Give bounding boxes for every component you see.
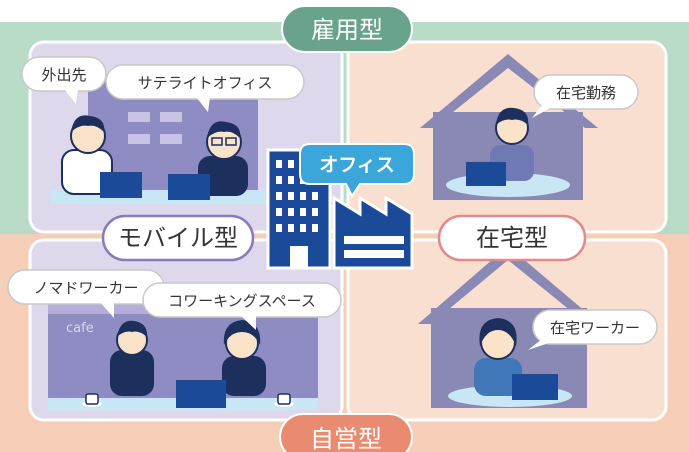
office-bubble: オフィス (299, 143, 415, 198)
bubble-home-work: 在宅勤務 (532, 74, 639, 118)
bubble-satellite-office: サテライトオフィス (105, 64, 305, 112)
pill-home-type: 在宅型 (437, 214, 587, 262)
bubble-coworking-space: コワーキングスペース (142, 282, 342, 330)
satellite-office-label: サテライトオフィス (138, 74, 273, 92)
employed-type-label: 雇用型 (311, 16, 383, 44)
outside-visit-label: 外出先 (41, 66, 86, 84)
bubble-home-worker: 在宅ワーカー (528, 309, 658, 350)
satellite-worker-figure (168, 121, 248, 200)
cafe-coworking-space: cafe (48, 300, 318, 410)
pill-mobile-type: モバイル型 (101, 214, 255, 262)
home-worker-label: 在宅ワーカー (550, 319, 640, 337)
outside-worker-figure (61, 115, 142, 198)
self-employed-type-label: 自営型 (310, 425, 382, 452)
house-employed (420, 54, 598, 200)
cafe-sign: cafe (66, 321, 94, 336)
bubble-nomad-worker: ノマドワーカー (7, 269, 165, 318)
bubble-outside-visit: 外出先 (21, 56, 107, 104)
coworking-space-label: コワーキングスペース (168, 292, 316, 310)
factory-icon (332, 195, 414, 270)
nomad-worker-label: ノマドワーカー (33, 279, 138, 297)
home-type-label: 在宅型 (476, 224, 548, 252)
office-label: オフィス (319, 154, 395, 176)
pill-self-employed-type: 自営型 (279, 413, 413, 452)
pill-employed-type: 雇用型 (281, 5, 413, 53)
mobile-type-label: モバイル型 (118, 224, 238, 252)
home-work-label: 在宅勤務 (556, 84, 616, 102)
